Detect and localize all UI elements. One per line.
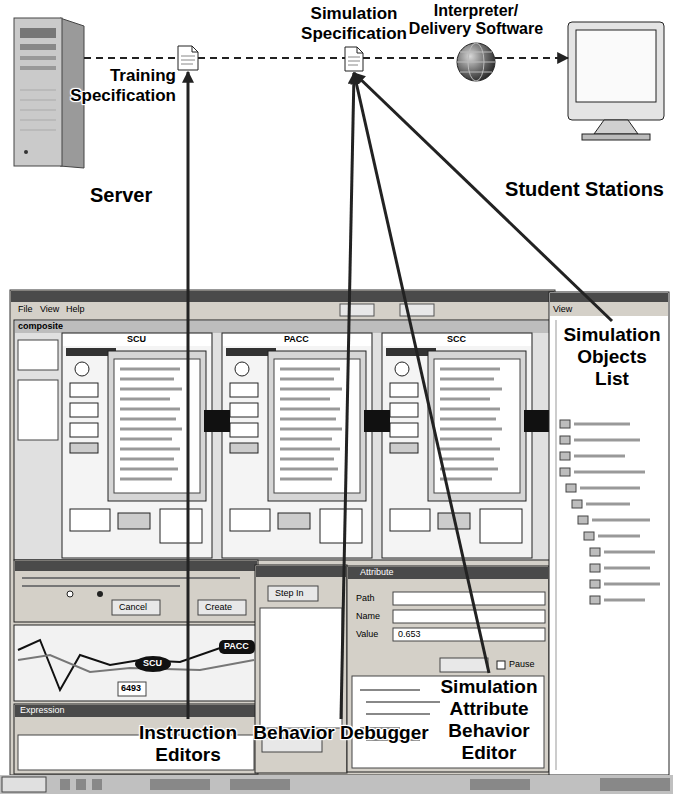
screen-text: 6493: [121, 683, 141, 694]
screen-text: View: [553, 304, 572, 315]
screen-text: Step In: [275, 588, 304, 599]
connector-arrow: [363, 57, 457, 59]
connector-arrow: [354, 73, 489, 673]
connector-arrow: [495, 57, 568, 59]
globe-icon: [457, 43, 495, 81]
globe-icon: Interpreter/ Delivery Software: [457, 43, 495, 81]
connector-arrow: [84, 57, 178, 59]
document-icon: Training Specification: [178, 46, 198, 70]
application-screenshot: [0, 290, 673, 794]
node-label: Simulation Attribute Behavior Editor: [430, 676, 548, 763]
monitor-icon: [568, 22, 664, 140]
screen-text: PACC: [284, 334, 309, 345]
annotation-label: Instruction Editors: [128, 722, 248, 766]
node-label: Server: [90, 184, 180, 207]
node-label: Interpreter/ Delivery Software: [406, 2, 546, 39]
annotation-label: Simulation Objects List: [558, 324, 666, 390]
screen-text: SCU: [127, 334, 146, 345]
screen-text: Path: [356, 593, 375, 604]
node-label: Simulation Objects List: [558, 324, 666, 390]
screen-text: Name: [356, 611, 380, 622]
node-label: Training Specification: [58, 66, 176, 105]
monitor-icon: Student Stations: [568, 22, 664, 140]
node-label: Student Stations: [490, 178, 664, 201]
document-icon: Simulation Specification: [345, 47, 363, 71]
node-label: Instruction Editors: [128, 722, 248, 766]
screen-text: composite: [18, 321, 63, 332]
screen-text: Help: [66, 304, 85, 315]
screen-text: SCC: [447, 334, 466, 345]
screen-text: Create: [205, 602, 232, 613]
screen-text: File: [18, 304, 33, 315]
screen-text: Value: [356, 629, 378, 640]
connector-arrow: [198, 57, 345, 59]
screen-text: SCU: [143, 658, 162, 669]
document-icon: [345, 47, 363, 71]
annotation-label: Simulation Attribute Behavior Editor: [430, 676, 548, 763]
document-icon: [178, 46, 198, 70]
screen-text: View: [40, 304, 59, 315]
annotation-label: Behavior Debugger: [252, 722, 430, 744]
screen-text: Attribute: [360, 567, 394, 578]
connector-arrow: [187, 72, 190, 719]
node-label: Behavior Debugger: [252, 722, 430, 744]
node-label: Simulation Specification: [294, 4, 414, 43]
screen-text: 0.653: [398, 629, 421, 640]
screen-text: PACC: [224, 641, 249, 652]
connector-arrow: [341, 73, 354, 719]
screen-text: Pause: [509, 659, 535, 670]
screen-text: Cancel: [119, 602, 147, 613]
screen-text: Expression: [20, 705, 65, 716]
